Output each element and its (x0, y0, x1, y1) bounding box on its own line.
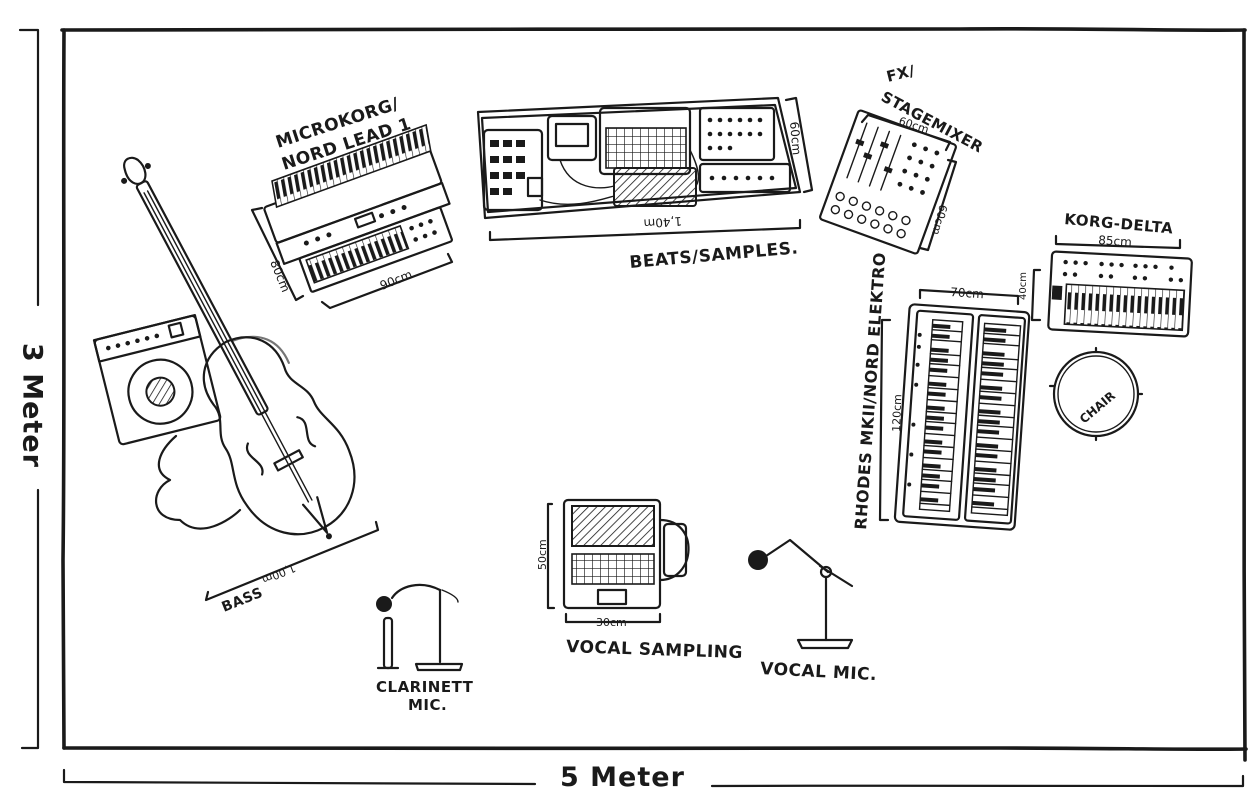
fx-label-1: FX/ (885, 61, 917, 85)
fx-depth-dim: 60cm (929, 203, 950, 236)
korg-delta-label: KORG-DELTA (1064, 210, 1174, 237)
double-bass-drawing (76, 131, 382, 600)
korg-delta-depth-dim: 40cm (1018, 272, 1029, 300)
vocal-sampling-drawing (548, 500, 689, 622)
microkorg-width-dim: 90cm (378, 267, 414, 293)
microkorg-depth-dim: 80cm (267, 258, 293, 294)
bass-label: BASS (220, 585, 266, 616)
room-width-label: 5 Meter (560, 762, 685, 793)
chair-drawing (1050, 348, 1142, 440)
chair-label: CHAIR (1077, 389, 1118, 427)
vocal-sampling-depth-dim: 50cm (536, 539, 549, 570)
beats-depth-dim: 60cm (787, 121, 804, 156)
vocal-mic-drawing (748, 540, 852, 648)
rhodes-width-dim: 70cm (950, 285, 984, 301)
beats-width-dim: 1,40m (643, 214, 682, 231)
clarinet-label-2: MIC. (408, 696, 447, 714)
bass-dim: 1,00m (260, 561, 298, 586)
clarinet-mic-drawing (376, 585, 462, 670)
room-height-label: 3 Meter (17, 326, 48, 486)
vocal-mic-label: VOCAL MIC. (760, 659, 878, 685)
korg-delta-drawing (1032, 236, 1192, 337)
vocal-sampling-width-dim: 30cm (596, 616, 627, 629)
vocal-sampling-label: VOCAL SAMPLING (566, 637, 743, 663)
beats-samples-label: BEATS/SAMPLES. (629, 238, 799, 273)
rhodes-depth-dim: 120cm (890, 394, 904, 432)
korg-delta-width-dim: 85cm (1098, 233, 1132, 249)
clarinet-label-1: CLARINETT (376, 678, 474, 696)
